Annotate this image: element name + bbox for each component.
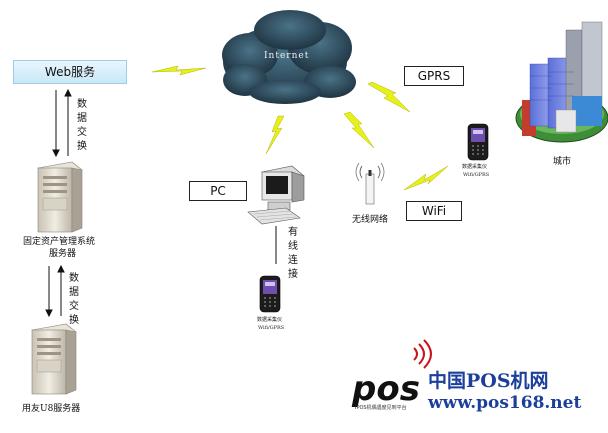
collector-right-caption-line1: 数据采集仪 [462, 164, 488, 170]
handheld-collector-pc-icon [259, 275, 281, 313]
asset-server-caption-line1: 固定资产管理系统 [23, 237, 96, 247]
lightning-bolt-wifi [403, 165, 449, 191]
wifi-label-box: WiFi [406, 201, 462, 221]
handheld-collector-right-icon [467, 123, 489, 161]
internet-cloud [222, 10, 356, 104]
pc-label-box: PC [189, 181, 247, 201]
collector-right-caption-line2: Wifi/GPRS [463, 172, 490, 178]
lightning-bolt-wireless [343, 111, 375, 149]
u8-server-icon [31, 323, 77, 395]
data-exchange-label-1: 数据交换 [77, 99, 87, 152]
data-exchange-arrows-2 [45, 264, 65, 318]
lightning-bolt-web [151, 65, 207, 76]
lightning-bolt-pc [265, 115, 285, 155]
pos-logo-text: pos [351, 369, 420, 409]
wireless-antenna-icon [355, 162, 385, 205]
logo-site-name: 中国POS机网 [428, 370, 549, 392]
logo-subtitle: IPOS机偶遇度见到平台 [355, 405, 407, 411]
u8-server-caption: 用友U8服务器 [22, 404, 81, 414]
internet-label: Internet [264, 51, 310, 61]
wired-connection-label: 有线连接 [288, 227, 298, 280]
asset-server-icon [37, 161, 83, 233]
asset-server-caption-line2: 服务器 [49, 249, 77, 259]
data-exchange-label-2: 数据交换 [69, 273, 79, 326]
city-icon [515, 21, 608, 143]
collector-pc-caption-line1: 数据采集仪 [257, 317, 283, 323]
pc-icon [247, 165, 305, 225]
wireless-network-label: 无线网络 [352, 215, 389, 225]
collector-pc-caption-line2: Wifi/GPRS [258, 325, 285, 331]
lightning-bolt-gprs [367, 81, 411, 113]
city-label: 城市 [553, 157, 572, 167]
data-exchange-arrows-1 [52, 88, 72, 158]
gprs-label-box: GPRS [404, 66, 464, 86]
pos-logo-mark: pos [351, 339, 432, 409]
logo-url: www.pos168.net [428, 393, 582, 413]
web-service-box: Web服务 [13, 60, 127, 84]
